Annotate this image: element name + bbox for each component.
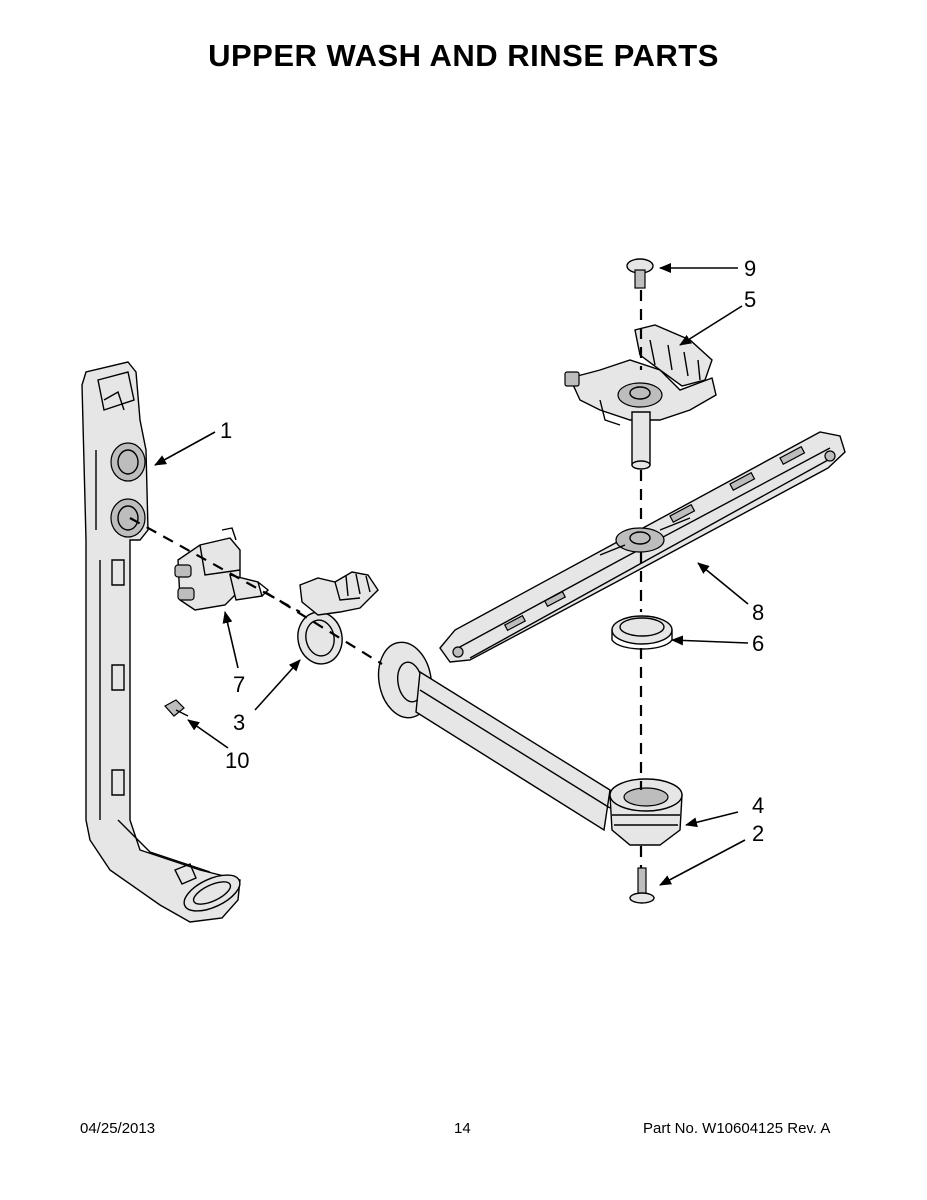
- clamp-part: [297, 571, 379, 665]
- footer-page-number: 14: [454, 1120, 471, 1137]
- callout-7: 7: [233, 672, 245, 697]
- footer-part-number: Part No. W10604125 Rev. A: [643, 1120, 831, 1137]
- pin-part: [629, 867, 655, 904]
- upper-hub-part: [564, 324, 717, 470]
- callout-1: 1: [220, 418, 232, 443]
- callout-8: 8: [752, 600, 764, 625]
- ring-part: [611, 615, 673, 650]
- spray-arm-part: [439, 431, 846, 663]
- callout-9: 9: [744, 256, 756, 281]
- assembly-lines: [129, 290, 643, 868]
- callout-10: 10: [225, 748, 249, 773]
- callout-4: 4: [752, 793, 764, 818]
- callout-6: 6: [752, 631, 764, 656]
- valve-part: [174, 527, 270, 611]
- conduit-tube-part: [377, 641, 611, 832]
- callout-5: 5: [744, 287, 756, 312]
- leader-arrows: [154, 263, 749, 886]
- supply-tube-part: [81, 361, 241, 923]
- footer-date: 04/25/2013: [80, 1120, 156, 1137]
- screw-part: [164, 699, 189, 717]
- lower-hub-part: [609, 778, 683, 846]
- cap-part: [626, 258, 654, 289]
- callout-2: 2: [752, 821, 764, 846]
- page-title: UPPER WASH AND RINSE PARTS: [208, 38, 719, 73]
- callout-3: 3: [233, 710, 245, 735]
